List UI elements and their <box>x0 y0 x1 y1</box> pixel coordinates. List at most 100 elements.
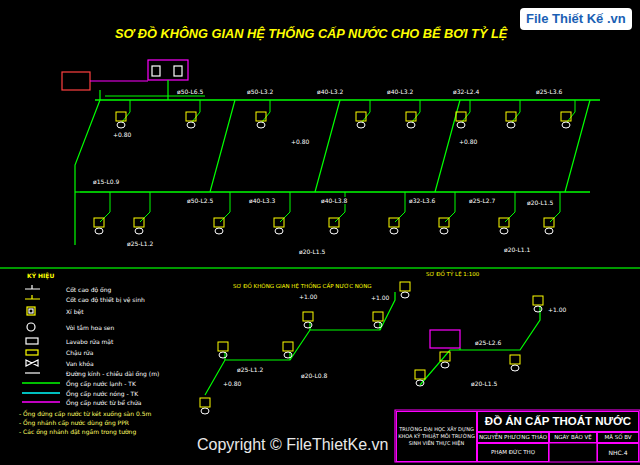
title-block-cell: NHC.4 <box>597 443 639 462</box>
fixture <box>200 398 210 407</box>
fixture <box>283 342 293 351</box>
pipe-label: ø25-L3.6 <box>535 88 563 95</box>
fixture <box>439 218 449 227</box>
fixture-bowl <box>511 365 519 371</box>
pipe-label: +0.80 <box>222 380 242 387</box>
cell-text: ĐỒ ÁN CẤP THOÁT NƯỚC <box>485 415 631 429</box>
pipe-label: ø40-L3.2 <box>316 88 344 95</box>
logo-text: File Thiết Kế .vn <box>520 8 632 30</box>
fixture-bowl <box>357 122 365 128</box>
legend-text: Ống cấp nước nóng - TK <box>66 390 138 397</box>
fixture <box>544 218 554 227</box>
fixture-bowl <box>215 228 223 234</box>
cell-text: NGÀY BẢO VỆ <box>554 434 592 442</box>
heading-label: KÝ HIỆU <box>26 272 55 279</box>
pipe-label: ø20-L0.8 <box>300 372 328 379</box>
pipe-label: +0.80 <box>458 138 478 145</box>
fixture-bowl <box>201 408 209 414</box>
note-text: - Các ống nhánh đặt ngầm trong tường <box>18 428 137 435</box>
fixture <box>406 112 416 121</box>
cell-text: TRƯỜNG ĐẠI HỌC XÂY DỰNG <box>399 426 474 433</box>
pipe-label: +1.00 <box>370 294 390 301</box>
legend-text: Đường kính - chiều dài ống (m) <box>66 370 159 377</box>
pipe-label: ø32-L3.6 <box>408 197 436 204</box>
fixture <box>94 218 104 227</box>
pipe-label: ø20-L1.5 <box>470 380 498 387</box>
fixture-bowl <box>457 122 465 128</box>
pipe-label: ø25-L1.2 <box>126 240 154 247</box>
fixture-bowl <box>562 122 570 128</box>
pipe-label: ø40-L3.2 <box>386 88 414 95</box>
pipe-label: ø40-L3.3 <box>248 197 276 204</box>
cell-text: MÃ SỐ BV <box>604 434 631 442</box>
title-block-cell: MÃ SỐ BV <box>597 432 639 443</box>
fixture <box>373 312 383 321</box>
cell-text: SINH VIÊN THỰC HIỆN <box>409 440 464 447</box>
title-block-cell: NGÀY BẢO VỆ <box>549 432 597 443</box>
pipe-label: ø20-L1.5 <box>298 248 326 255</box>
fixture <box>214 218 224 227</box>
pipe-label: ø20-L1.5 <box>526 199 554 206</box>
fixture-bowl <box>284 352 292 358</box>
pipe-label: ø32-L2.4 <box>452 88 480 95</box>
fixture <box>134 218 144 227</box>
pipe-label: +0.80 <box>290 138 310 145</box>
pipe-label: ø25-L1.2 <box>236 366 264 373</box>
fixture <box>256 112 266 121</box>
fixture-bowl <box>275 228 283 234</box>
legend-text: Ống cấp nước từ bể chứa <box>66 399 141 406</box>
fixture-bowl <box>330 228 338 234</box>
legend-text: Xí bệt <box>66 308 84 315</box>
fixture <box>329 218 339 227</box>
title-block-cell: TRƯỜNG ĐẠI HỌC XÂY DỰNGKHOA KỸ THUẬT MÔI… <box>396 411 477 462</box>
note-text: - Ống nhánh cấp nước dùng ống PPR <box>18 419 130 426</box>
fixture-bowl <box>374 322 382 328</box>
water-tank <box>62 72 90 90</box>
fixture-symbols <box>94 100 575 414</box>
pipe-label: ø40-L3.8 <box>320 197 348 204</box>
pipe-label: +0.80 <box>112 131 132 138</box>
fixture-bowl <box>545 228 553 234</box>
fixture-bowl <box>219 352 227 358</box>
fixture-bowl <box>304 322 312 328</box>
legend-samples <box>22 285 60 402</box>
fixture <box>506 112 516 121</box>
fixture <box>499 218 509 227</box>
pipe-label: ø15-L0.9 <box>92 178 120 185</box>
cell-text: KHOA KỸ THUẬT MÔI TRƯỜNG <box>398 433 475 440</box>
fixture <box>533 296 543 305</box>
legend-text: Vòi tắm hoa sen <box>66 324 114 331</box>
drawing-title: SƠ ĐỒ KHÔNG GIAN HỆ THỐNG CẤP NƯỚC CHO B… <box>115 26 507 41</box>
pipe-label: +1.00 <box>547 306 567 313</box>
legend-text: Cốt cao độ ống <box>66 286 111 293</box>
fixture <box>561 112 571 121</box>
fixture <box>400 282 410 291</box>
heading-label: SƠ ĐỒ KHÔNG GIAN HỆ THỐNG CẤP NƯỚC NÓNG <box>232 283 373 290</box>
title-block-cell: PHẠM ĐỨC THỌ <box>477 443 549 462</box>
cell-text: NHC.4 <box>609 449 628 457</box>
fixture-bowl <box>407 122 415 128</box>
fixture <box>186 112 196 121</box>
fixture-bowl <box>534 306 542 312</box>
fixture <box>116 112 126 121</box>
fixture-bowl <box>117 122 125 128</box>
fixture-bowl <box>500 228 508 234</box>
fixture <box>303 312 313 321</box>
fixture-bowl <box>95 228 103 234</box>
fixture-bowl <box>440 228 448 234</box>
fixture <box>218 342 228 351</box>
pipe-label: ø20-L1.1 <box>503 246 531 253</box>
legend-text: Ống cấp nước lạnh - TK <box>66 380 136 387</box>
fixture <box>440 352 450 361</box>
pump-tank <box>148 60 188 80</box>
fixture-bowl <box>187 122 195 128</box>
fixture <box>456 112 466 121</box>
heading-label: SƠ ĐỒ TỶ LỆ 1:100 <box>425 271 480 278</box>
pipe-label: ø25-L2.6 <box>474 339 502 346</box>
title-block-cell: ĐỒ ÁN CẤP THOÁT NƯỚC <box>477 411 639 432</box>
fixture-bowl <box>507 122 515 128</box>
pipe-label: ø50-L2.5 <box>186 197 214 204</box>
fixture-bowl <box>441 362 449 368</box>
pipe-label: +1.00 <box>298 293 318 300</box>
legend-text: Cốt cao độ thiết bị vệ sinh <box>66 296 145 303</box>
